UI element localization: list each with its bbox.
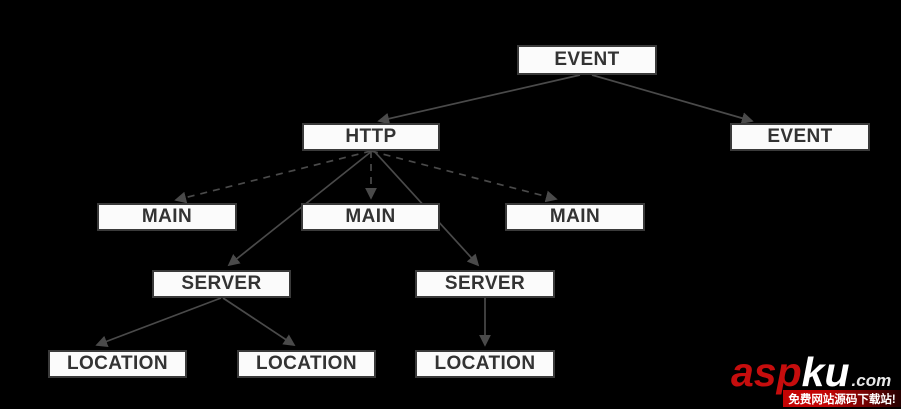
node-server-left: SERVER — [152, 270, 291, 298]
node-location-center: LOCATION — [237, 350, 376, 378]
watermark: asp ku .com 免费网站源码下载站! — [728, 352, 901, 409]
node-http: HTTP — [302, 123, 440, 151]
diagram-edge-http-to-server-left — [227, 150, 373, 267]
watermark-brand-secondary: ku — [801, 349, 850, 395]
diagram-edge-http-to-main-right — [370, 150, 558, 203]
watermark-brand: asp ku .com — [731, 352, 891, 401]
node-event-top: EVENT — [517, 45, 657, 75]
watermark-tagline: 免费网站源码下载站! — [788, 393, 896, 406]
watermark-brand-tld: .com — [851, 371, 892, 390]
watermark-brand-primary: asp — [731, 349, 802, 395]
node-server-right: SERVER — [415, 270, 555, 298]
node-main-right: MAIN — [505, 203, 645, 231]
diagram-edge-server-left-to-location-center — [222, 297, 296, 346]
diagram-edge-event-top-to-http — [377, 74, 581, 125]
node-event-right: EVENT — [730, 123, 870, 151]
node-location-right: LOCATION — [415, 350, 555, 378]
node-main-left: MAIN — [97, 203, 237, 231]
watermark-tagline-strip: 免费网站源码下载站! — [783, 390, 901, 407]
node-location-left: LOCATION — [48, 350, 187, 378]
diagram-edge-event-top-to-event-right — [591, 74, 754, 124]
node-main-center: MAIN — [301, 203, 440, 231]
diagram-edge-server-left-to-location-left — [95, 297, 222, 347]
